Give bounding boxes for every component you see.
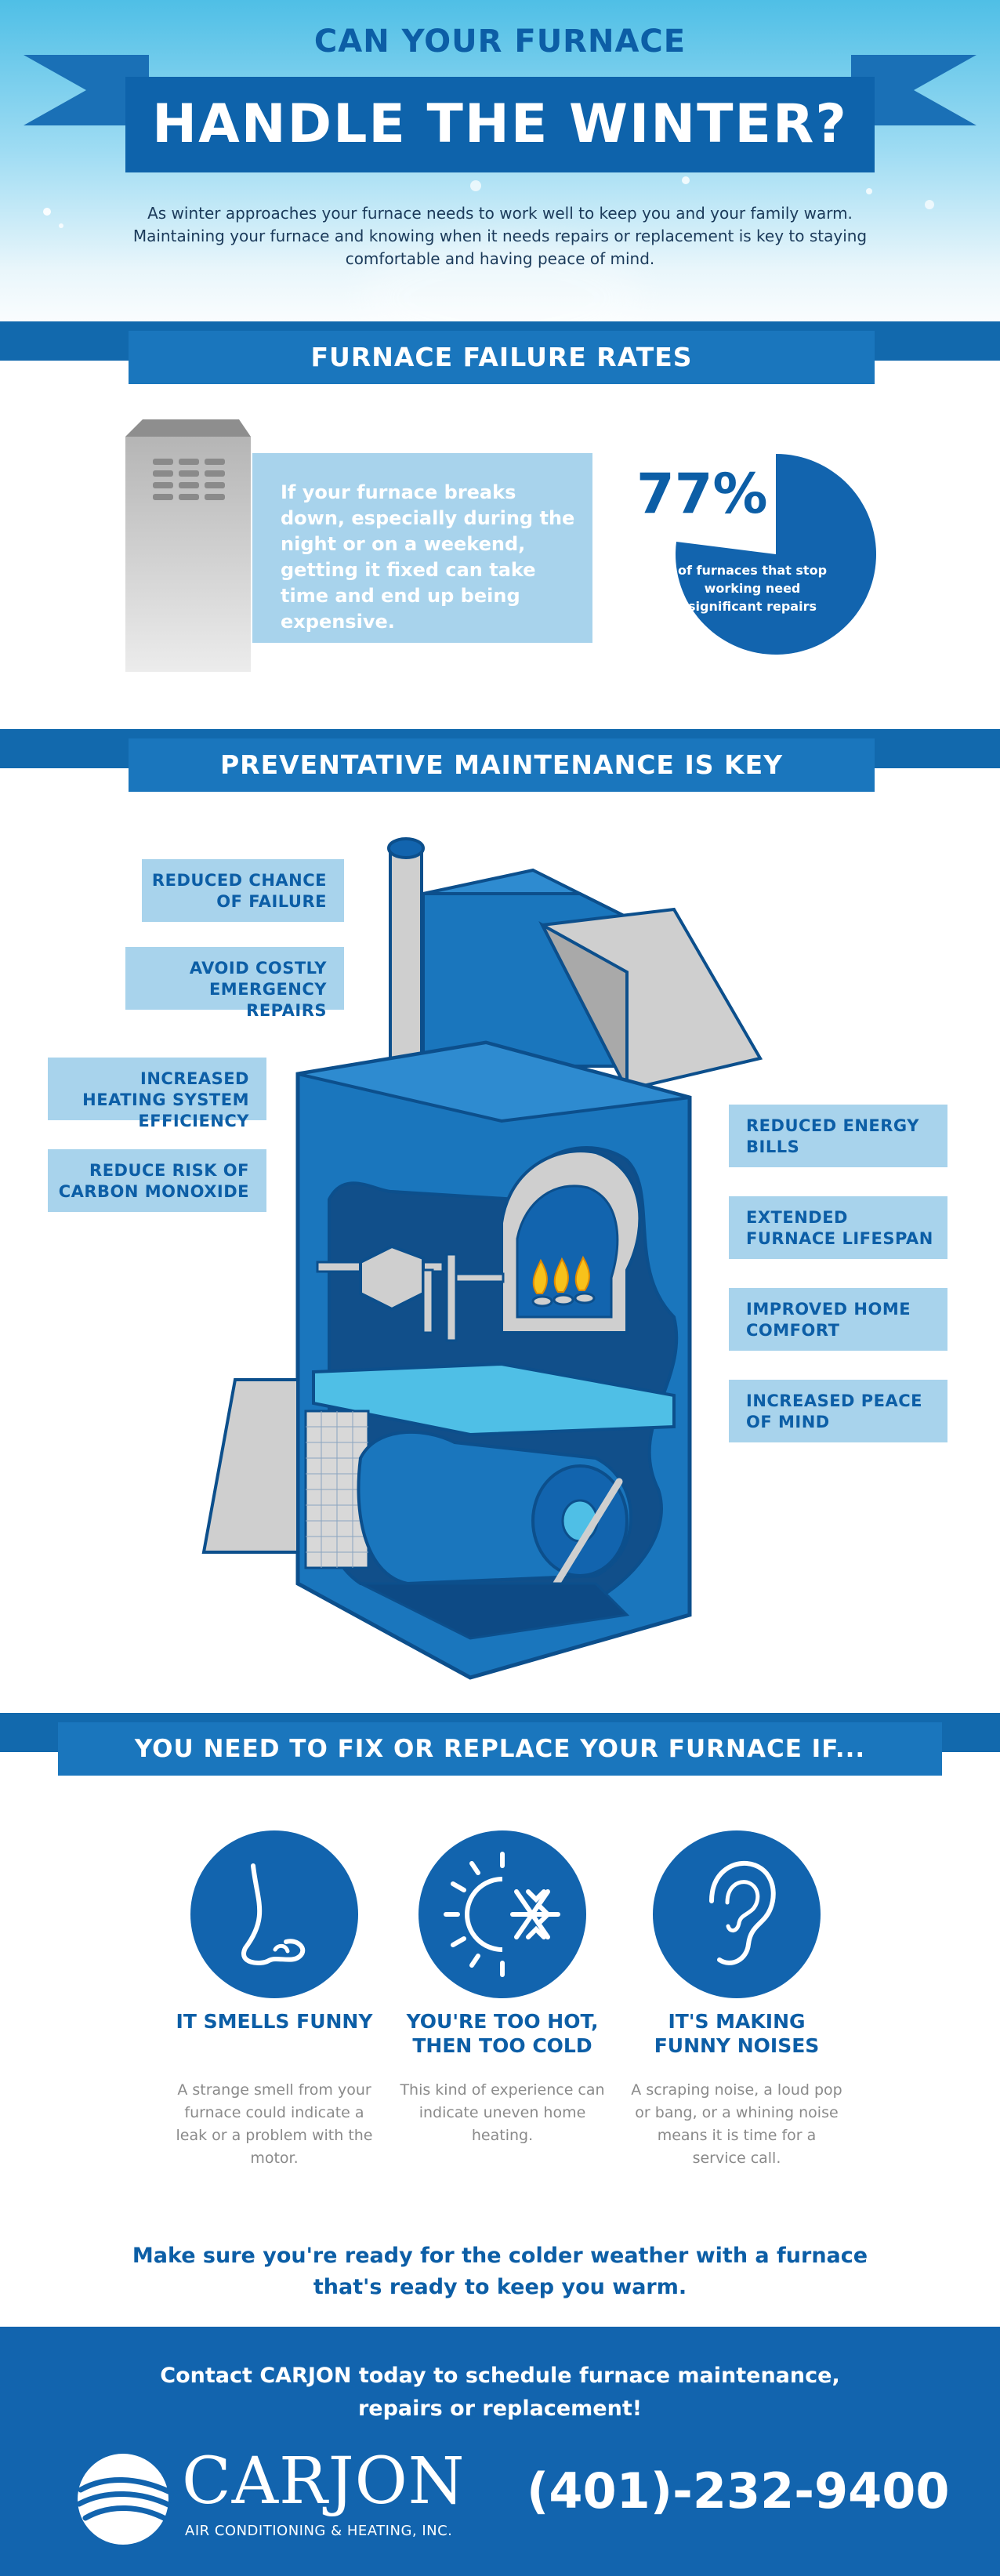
snowflake-decoration (43, 208, 51, 216)
failure-heading-box: FURNACE FAILURE RATES (129, 331, 875, 384)
benefit-reduced-failure: REDUCED CHANCE OF FAILURE (142, 859, 344, 922)
furnace-cutaway-illustration (201, 837, 763, 1680)
benefit-avoid-repairs: AVOID COSTLY EMERGENCY REPAIRS (125, 947, 344, 1020)
failure-text-box: If your furnace breaks down, especially … (252, 453, 592, 643)
benefit-label: REDUCED CHANCE OF FAILURE (151, 871, 327, 911)
hero-kicker: CAN YOUR FURNACE (313, 24, 687, 60)
title-ribbon (24, 55, 976, 125)
failure-stat-value: 77% (636, 462, 768, 526)
snowflake-decoration (682, 176, 690, 184)
sun-snowflake-icon (444, 1852, 560, 1977)
brand-name: CARJON (182, 2444, 466, 2519)
condition-text: A scraping noise, a loud pop or bang, or… (631, 2081, 842, 2167)
condition-title: IT SMELLS FUNNY (176, 2010, 373, 2033)
pie-slice-repairs (675, 454, 876, 655)
hero-title-box: HANDLE THE WINTER? (125, 77, 875, 172)
benefit-energy-bills: REDUCED ENERGY BILLS (729, 1105, 947, 1167)
benefit-label: REDUCED ENERGY BILLS (746, 1116, 919, 1156)
failure-stat-caption: of furnaces that stop working need signi… (677, 563, 828, 614)
brand-subtitle: AIR CONDITIONING & HEATING, INC. (185, 2523, 453, 2539)
carjon-logo-icon (76, 2454, 173, 2545)
benefit-carbon-monoxide: REDUCE RISK OF CARBON MONOXIDE (48, 1149, 266, 1212)
fix-heading: YOU NEED TO FIX OR REPLACE YOUR FURNACE … (134, 1735, 866, 1763)
phone-number[interactable]: (401)-232-9400 (527, 2462, 950, 2520)
condition-title: IT'S MAKING FUNNY NOISES (654, 2010, 820, 2057)
benefit-label: IMPROVED HOME COMFORT (746, 1300, 911, 1340)
benefit-label: AVOID COSTLY EMERGENCY REPAIRS (189, 959, 327, 1020)
maintenance-heading-box: PREVENTATIVE MAINTENANCE IS KEY (129, 738, 875, 792)
footer: Contact CARJON today to schedule furnace… (0, 2327, 1000, 2576)
snowflake-decoration (59, 223, 63, 228)
condition-text: A strange smell from your furnace could … (176, 2081, 373, 2167)
failure-heading: FURNACE FAILURE RATES (310, 342, 693, 372)
sun-snowflake-icon-circle (418, 1830, 586, 1998)
footer-contact: Contact CARJON today to schedule furnace… (160, 2364, 840, 2421)
benefit-peace-of-mind: INCREASED PEACE OF MIND (729, 1380, 947, 1442)
furnace-cabinet-illustration (125, 419, 251, 672)
failure-stat-pie (675, 454, 876, 655)
benefit-efficiency: INCREASED HEATING SYSTEM EFFICIENCY (48, 1058, 266, 1130)
hero-section: CAN YOUR FURNACE HANDLE THE WINTER? As w… (0, 0, 1000, 337)
condition-title: YOU'RE TOO HOT, THEN TOO COLD (406, 2010, 599, 2057)
benefit-label: INCREASED HEATING SYSTEM EFFICIENCY (82, 1069, 249, 1130)
hero-intro: As winter approaches your furnace needs … (132, 204, 868, 268)
condition-text: This kind of experience can indicate une… (400, 2081, 605, 2144)
snowflake-decoration (925, 200, 934, 209)
snowflake-decoration (866, 188, 872, 194)
fix-heading-box: YOU NEED TO FIX OR REPLACE YOUR FURNACE … (58, 1722, 942, 1776)
ear-icon (709, 1860, 776, 1965)
snowflake-decoration (470, 180, 481, 191)
failure-text: If your furnace breaks down, especially … (281, 481, 575, 633)
closing-statement: Make sure you're ready for the colder we… (132, 2244, 868, 2299)
ear-icon-circle (653, 1830, 821, 1998)
benefit-label: INCREASED PEACE OF MIND (746, 1391, 923, 1431)
hero-title: HANDLE THE WINTER? (152, 93, 848, 155)
benefit-label: REDUCE RISK OF CARBON MONOXIDE (58, 1161, 249, 1201)
benefit-lifespan: EXTENDED FURNACE LIFESPAN (729, 1196, 947, 1259)
nose-icon-circle (190, 1830, 358, 1998)
benefit-comfort: IMPROVED HOME COMFORT (729, 1288, 947, 1351)
glow-decoration (361, 235, 643, 337)
maintenance-heading: PREVENTATIVE MAINTENANCE IS KEY (219, 749, 784, 780)
benefit-label: EXTENDED FURNACE LIFESPAN (746, 1208, 933, 1248)
nose-icon (241, 1863, 306, 1965)
